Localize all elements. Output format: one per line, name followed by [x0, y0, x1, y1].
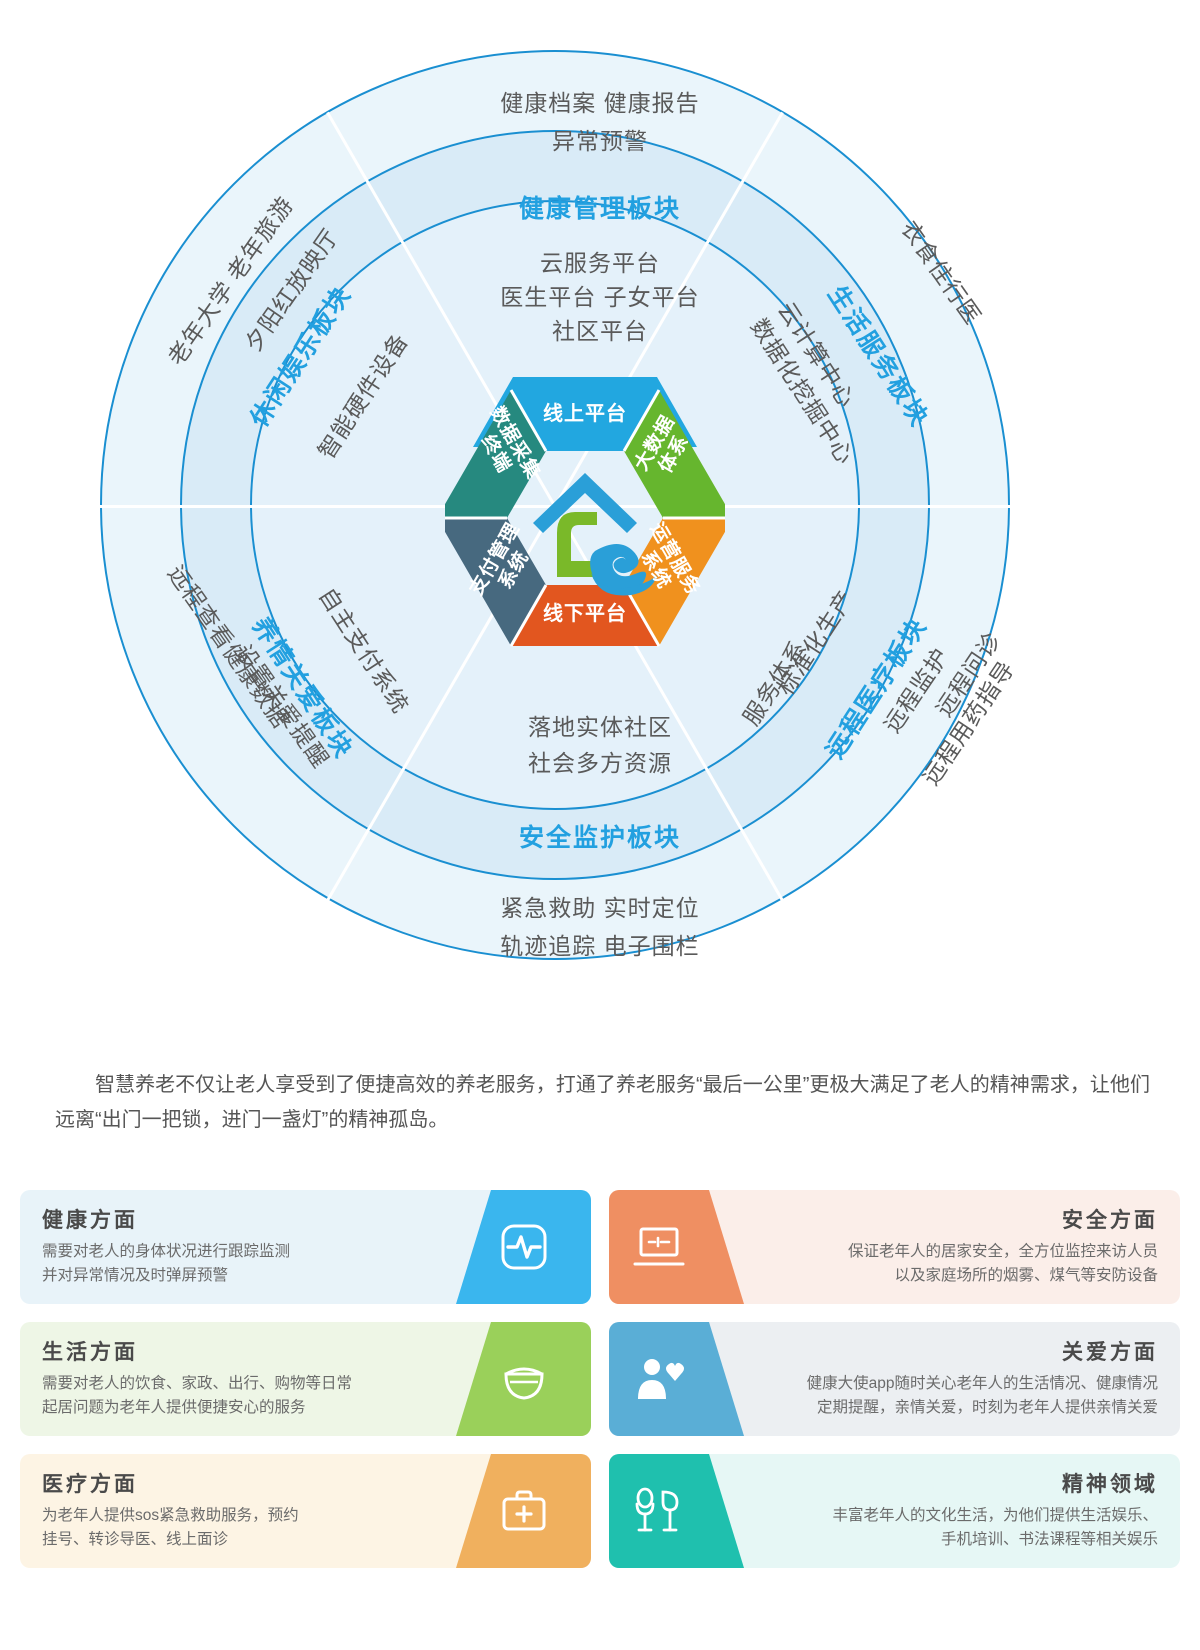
hex-label-offline-platform: 线下平台	[543, 603, 627, 625]
medical-kit-icon	[456, 1454, 591, 1568]
divider-spoke	[555, 505, 1010, 508]
hexagon-final-svg	[445, 389, 725, 647]
card-row-1: 健康方面 需要对老人的身体状况进行跟踪监测 并对异常情况及时弹屏预警 安全方面	[20, 1190, 1180, 1304]
card-safety-text: 安全方面 保证老年人的居家安全，全方位监控来访人员 以及家庭场所的烟雾、煤气等安…	[740, 1190, 1180, 1304]
smart-eldercare-circle-diagram: 健康档案 健康报告 异常预警 紧急救助 实时定位 轨迹追踪 电子围栏 老年大学 …	[100, 50, 1020, 960]
hex-seams	[445, 389, 725, 647]
card-row-2: 生活方面 需要对老人的饮食、家政、出行、购物等日常 起居问题为老年人提供便捷安心…	[20, 1322, 1180, 1436]
card-health-desc: 需要对老人的身体状况进行跟踪监测 并对异常情况及时弹屏预警	[42, 1243, 291, 1285]
outer-label-safety-1: 紧急救助 实时定位	[500, 895, 700, 921]
card-life-title: 生活方面	[42, 1341, 138, 1364]
inner-label-bottom-2: 社会多方资源	[528, 750, 672, 776]
card-row-3: 医疗方面 为老年人提供sos紧急救助服务，预约 挂号、转诊导医、线上面诊	[20, 1454, 1180, 1568]
card-health[interactable]: 健康方面 需要对老人的身体状况进行跟踪监测 并对异常情况及时弹屏预警	[20, 1190, 591, 1304]
feature-cards: 健康方面 需要对老人的身体状况进行跟踪监测 并对异常情况及时弹屏预警 安全方面	[20, 1190, 1180, 1586]
heartbeat-monitor-icon	[456, 1190, 591, 1304]
card-health-text: 健康方面 需要对老人的身体状况进行跟踪监测 并对异常情况及时弹屏预警	[20, 1190, 460, 1304]
card-medical-text: 医疗方面 为老年人提供sos紧急救助服务，预约 挂号、转诊导医、线上面诊	[20, 1454, 460, 1568]
card-medical-title: 医疗方面	[42, 1473, 138, 1496]
card-medical-desc: 为老年人提供sos紧急救助服务，预约 挂号、转诊导医、线上面诊	[42, 1507, 299, 1549]
hex-segment-bigdata[interactable]	[624, 390, 725, 518]
hex-segment-offline-platform[interactable]	[511, 585, 659, 646]
microphone-icon	[609, 1454, 744, 1568]
card-spirit-desc: 丰富老年人的文化生活，为他们提供生活娱乐、 手机培训、书法课程等相关娱乐	[832, 1507, 1158, 1549]
card-life[interactable]: 生活方面 需要对老人的饮食、家政、出行、购物等日常 起居问题为老年人提供便捷安心…	[20, 1322, 591, 1436]
card-care-desc: 健康大使app随时关心老年人的生活情况、健康情况 定期提醒，亲情关爱，时刻为老年…	[806, 1375, 1158, 1417]
hex-segment-operations[interactable]	[624, 518, 725, 646]
hexagon-core: 线上平台 大数据 体系 运营服务 系统 线下平台 支付管理 系统 数据采集 终端	[445, 355, 725, 685]
sector-title-safety: 安全监护板块	[518, 824, 681, 852]
card-safety[interactable]: 安全方面 保证老年人的居家安全，全方位监控来访人员 以及家庭场所的烟雾、煤气等安…	[609, 1190, 1180, 1304]
card-life-text: 生活方面 需要对老人的饮食、家政、出行、购物等日常 起居问题为老年人提供便捷安心…	[20, 1322, 460, 1436]
card-health-title: 健康方面	[42, 1209, 138, 1232]
card-care-title: 关爱方面	[1062, 1341, 1158, 1364]
outer-label-health-1: 健康档案 健康报告	[500, 90, 700, 116]
inner-label-top-2: 医生平台 子女平台	[500, 284, 700, 310]
sector-title-health: 健康管理板块	[518, 195, 681, 223]
hex-segment-payment[interactable]	[445, 518, 546, 646]
hex-label-online-platform: 线上平台	[543, 403, 627, 425]
card-safety-title: 安全方面	[1062, 1209, 1158, 1232]
card-life-tag	[456, 1322, 591, 1436]
card-spirit-title: 精神领域	[1062, 1473, 1158, 1496]
card-care[interactable]: 关爱方面 健康大使app随时关心老年人的生活情况、健康情况 定期提醒，亲情关爱，…	[609, 1322, 1180, 1436]
inner-label-bottom-1: 落地实体社区	[528, 714, 672, 740]
card-life-desc: 需要对老人的饮食、家政、出行、购物等日常 起居问题为老年人提供便捷安心的服务	[42, 1375, 353, 1417]
person-heart-icon	[609, 1322, 744, 1436]
card-spirit[interactable]: 精神领域 丰富老年人的文化生活，为他们提供生活娱乐、 手机培训、书法课程等相关娱…	[609, 1454, 1180, 1568]
laptop-monitor-icon	[609, 1190, 744, 1304]
card-medical[interactable]: 医疗方面 为老年人提供sos紧急救助服务，预约 挂号、转诊导医、线上面诊	[20, 1454, 591, 1568]
inner-label-top-3: 社区平台	[552, 318, 648, 344]
card-care-text: 关爱方面 健康大使app随时关心老年人的生活情况、健康情况 定期提醒，亲情关爱，…	[740, 1322, 1180, 1436]
card-spirit-text: 精神领域 丰富老年人的文化生活，为他们提供生活娱乐、 手机培训、书法课程等相关娱…	[740, 1454, 1180, 1568]
card-safety-desc: 保证老年人的居家安全，全方位监控来访人员 以及家庭场所的烟雾、煤气等安防设备	[847, 1243, 1158, 1285]
summary-paragraph: 智慧养老不仅让老人享受到了便捷高效的养老服务，打通了养老服务“最后一公里”更极大…	[55, 1074, 1150, 1131]
hex-segment-data-collection[interactable]	[445, 390, 546, 518]
outer-label-safety-2: 轨迹追踪 电子围栏	[500, 933, 700, 959]
inner-label-top-1: 云服务平台	[540, 250, 660, 276]
card-spirit-tag	[609, 1454, 744, 1568]
hex-segment-online-platform[interactable]	[511, 390, 659, 451]
bowl-chopsticks-icon	[456, 1322, 591, 1436]
outer-label-health-2: 异常预警	[552, 128, 648, 154]
